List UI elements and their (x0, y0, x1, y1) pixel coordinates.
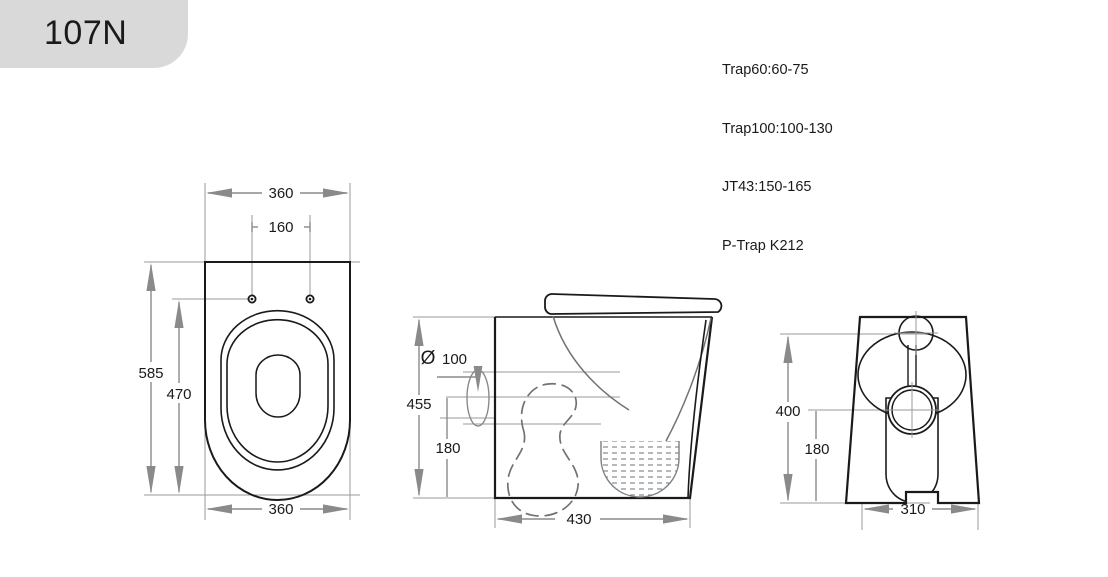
top-view-seat-outer-outline (220, 309, 335, 471)
side-view-rear-edge (687, 319, 707, 499)
dimension-top-width-lower-label: 360 (268, 501, 293, 518)
top-view-seat-inner-outline (226, 318, 329, 463)
model-title-badge: 107N (0, 0, 188, 68)
trap-note-line-2: Trap100:100-130 (722, 120, 833, 137)
dimension-top-height-overall: 585 (133, 263, 169, 494)
dimension-side-outlet-diameter-label: 100 (442, 351, 467, 368)
trap-note-line-1: Trap60:60-75 (722, 62, 809, 78)
side-view-hidden-trap-outline (507, 383, 579, 517)
dimension-top-height-overall-label: 585 (138, 365, 163, 382)
top-view-mounting-hole-left (247, 294, 257, 304)
dimension-top-width-lower: 360 (206, 501, 349, 518)
dimension-top-width-upper-label: 360 (268, 185, 293, 202)
trap-specification-notes: Trap60:60-75 Trap100:100-130 JT43:150-16… (722, 22, 833, 295)
top-view-bowl-opening (255, 354, 301, 418)
dimension-side-height-overall-label: 455 (406, 396, 431, 413)
dimension-side-outlet-diameter: Ø 100 (421, 348, 483, 392)
dimension-top-hole-spacing-label: 160 (268, 219, 293, 236)
dimension-side-outlet-diameter-symbol: Ø (421, 348, 436, 369)
top-view: 360 160 585 (133, 183, 360, 520)
dimension-side-height-outlet: 180 (429, 398, 467, 497)
top-view-mounting-hole-left-center (250, 297, 254, 301)
top-view-mounting-hole-right-center (308, 297, 312, 301)
dimension-rear-height-overall-label: 400 (775, 403, 800, 420)
model-title-text: 107N (44, 14, 128, 52)
side-view-bowl-front-curve (552, 315, 630, 411)
dimension-side-height-overall: 455 (400, 318, 438, 497)
side-view-bowl-rear-curve (665, 317, 712, 442)
top-view-body-outline (204, 261, 351, 501)
dimension-rear-height-overall: 400 (769, 335, 807, 502)
rear-view-extension-lines (780, 333, 979, 530)
side-view-water-bowl-outline (600, 441, 680, 498)
side-view-body-outline (493, 316, 714, 500)
dimension-side-height-outlet-label: 180 (435, 440, 460, 457)
dimension-side-depth: 430 (496, 511, 689, 528)
dimension-top-hole-spacing: 160 (251, 219, 311, 236)
dimension-rear-width: 310 (863, 501, 977, 518)
top-view-mounting-hole-right (305, 294, 315, 304)
side-view: Ø 100 455 180 (400, 293, 723, 528)
dimension-rear-height-outlet-label: 180 (804, 441, 829, 458)
dimension-rear-height-outlet: 180 (797, 411, 835, 501)
side-view-seat-lid (544, 293, 723, 315)
dimension-top-width-upper: 360 (206, 185, 349, 202)
trap-note-line-4: P-Trap K212 (722, 237, 804, 254)
dimension-side-depth-label: 430 (566, 511, 591, 528)
dimension-top-height-inner: 470 (161, 300, 197, 494)
rear-view-body-outline (844, 315, 981, 505)
trap-note-line-3: JT43:150-165 (722, 179, 812, 195)
rear-view: 400 180 310 (769, 311, 981, 530)
side-view-water-fill (601, 441, 679, 497)
dimension-rear-width-label: 310 (900, 501, 925, 518)
dimension-top-height-inner-label: 470 (166, 386, 191, 403)
